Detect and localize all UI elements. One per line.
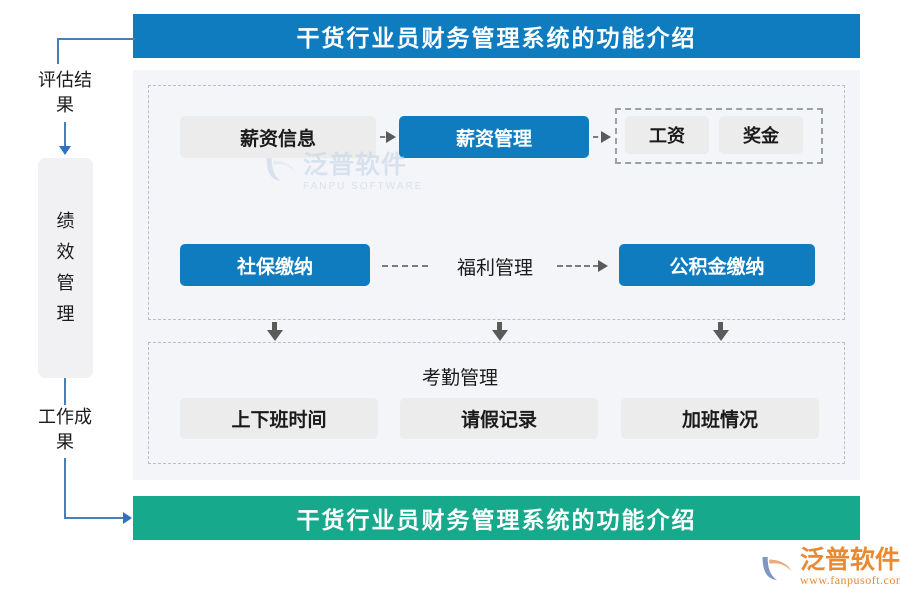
connector-bottom-horizontal: [64, 517, 125, 519]
label-attendance-management: 考勤管理: [400, 363, 520, 390]
node-leave-record[interactable]: 请假记录: [400, 398, 598, 439]
node-bonus[interactable]: 奖金: [719, 116, 803, 154]
node-salary-info[interactable]: 薪资信息: [180, 116, 376, 158]
connector-social-to-welfare: [382, 265, 428, 267]
rail-label-assessment-result: 评估结果: [35, 68, 95, 118]
rail-label-assessment-result-text: 评估结果: [38, 70, 92, 115]
rail-label-work-outcome-text: 工作成果: [38, 407, 92, 452]
salary-outputs-dashed-region: [615, 108, 823, 164]
node-salary-management[interactable]: 薪资管理: [399, 116, 589, 158]
arrow-down-icon-1: [267, 330, 283, 341]
arrow-down-icon-3: [713, 330, 729, 341]
connector-performance-to-outcome: [64, 378, 66, 405]
fanpu-brand-icon: [762, 556, 792, 580]
bottom-title-banner: 干货行业员财务管理系统的功能介绍: [133, 496, 860, 540]
node-housing-fund-label: 公积金缴纳: [669, 256, 765, 278]
arrow-right-icon-housing-fund: [598, 260, 608, 272]
top-banner-text: 干货行业员财务管理系统的功能介绍: [296, 26, 697, 51]
bottom-banner-text: 干货行业员财务管理系统的功能介绍: [296, 508, 697, 533]
node-shift-time[interactable]: 上下班时间: [180, 398, 378, 439]
label-attendance-management-text: 考勤管理: [421, 368, 498, 389]
node-housing-fund[interactable]: 公积金缴纳: [619, 244, 815, 286]
connector-welfare-to-fund: [557, 265, 599, 267]
node-overtime-label: 加班情况: [681, 410, 758, 431]
node-wage-label: 工资: [649, 126, 685, 146]
arrow-down-icon-2: [492, 330, 508, 341]
node-social-insurance-label: 社保缴纳: [236, 256, 313, 278]
arrow-stem-3: [718, 322, 723, 334]
logo-cn-text: 泛普软件: [800, 546, 900, 574]
connector-bottom-vertical: [64, 458, 66, 518]
label-welfare-management: 福利管理: [440, 253, 550, 280]
node-salary-info-label: 薪资信息: [239, 128, 316, 150]
connector-top-vertical: [57, 38, 59, 64]
node-social-insurance[interactable]: 社保缴纳: [180, 244, 370, 286]
lower-dashed-region: [148, 342, 845, 464]
top-title-banner: 干货行业员财务管理系统的功能介绍: [133, 14, 860, 58]
connector-salary-management-to-outputs: [593, 136, 607, 138]
rail-box-performance-management-text: 绩效管理: [56, 211, 75, 324]
node-overtime[interactable]: 加班情况: [621, 398, 819, 439]
node-shift-time-label: 上下班时间: [231, 410, 327, 431]
node-bonus-label: 奖金: [743, 126, 779, 146]
label-welfare-management-text: 福利管理: [456, 258, 533, 279]
arrow-right-icon-bottom: [123, 512, 132, 524]
logo-url-text: www.fanpusoft.com: [800, 573, 900, 587]
arrow-right-icon-salary-management: [386, 131, 396, 143]
rail-label-work-outcome: 工作成果: [35, 405, 95, 455]
connector-top-horizontal: [57, 38, 135, 40]
arrow-down-icon-assessment: [59, 146, 71, 155]
arrow-right-icon-salary-outputs: [601, 131, 611, 143]
upper-dashed-region: [148, 85, 845, 320]
fanpu-logo: 泛普软件 www.fanpusoft.com: [760, 548, 900, 588]
arrow-stem-1: [272, 322, 277, 334]
node-leave-record-label: 请假记录: [460, 410, 537, 431]
node-salary-management-label: 薪资管理: [455, 128, 532, 150]
connector-assessment-to-performance: [64, 122, 66, 148]
rail-box-performance-management[interactable]: 绩效管理: [38, 158, 93, 378]
node-wage[interactable]: 工资: [625, 116, 709, 154]
arrow-stem-2: [497, 322, 502, 334]
